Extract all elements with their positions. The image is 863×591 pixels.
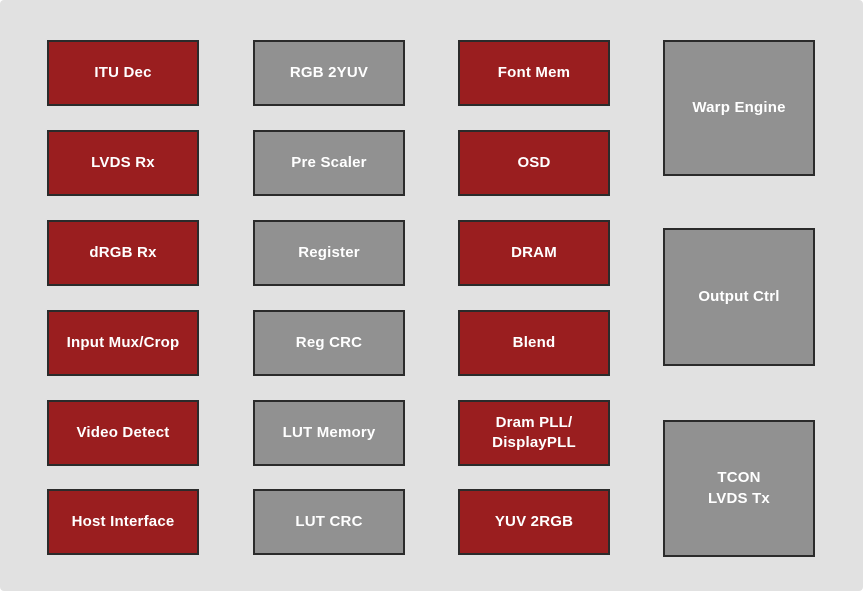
block-label-osd: OSD <box>517 153 551 171</box>
block-reg-crc: Reg CRC <box>253 310 405 376</box>
block-pre-scaler: Pre Scaler <box>253 130 405 196</box>
block-label-lut-crc: LUT CRC <box>295 512 363 530</box>
block-label-host-interface: Host Interface <box>71 512 175 530</box>
block-label-font-mem: Font Mem <box>497 63 571 81</box>
block-label-warp-engine: Warp Engine <box>692 98 786 116</box>
block-warp-engine: Warp Engine <box>663 40 815 176</box>
block-osd: OSD <box>458 130 610 196</box>
block-font-mem: Font Mem <box>458 40 610 106</box>
block-dram: DRAM <box>458 220 610 286</box>
block-lvds-rx: LVDS Rx <box>47 130 199 196</box>
block-video-detect: Video Detect <box>47 400 199 466</box>
block-host-interface: Host Interface <box>47 489 199 555</box>
block-label-itu-dec: ITU Dec <box>94 63 152 81</box>
block-label-yuv-2rgb: YUV 2RGB <box>494 512 574 530</box>
block-label-tcon-lvds-tx: TCON LVDS Tx <box>708 469 770 507</box>
block-tcon-lvds-tx: TCON LVDS Tx <box>663 420 815 557</box>
block-label-reg-crc: Reg CRC <box>295 333 363 351</box>
block-label-lvds-rx: LVDS Rx <box>91 153 155 171</box>
block-blend: Blend <box>458 310 610 376</box>
block-label-dram: DRAM <box>511 243 557 261</box>
block-output-ctrl: Output Ctrl <box>663 228 815 366</box>
block-label-input-mux-crop: Input Mux/Crop <box>66 333 180 351</box>
block-itu-dec: ITU Dec <box>47 40 199 106</box>
block-rgb-2yuv: RGB 2YUV <box>253 40 405 106</box>
block-yuv-2rgb: YUV 2RGB <box>458 489 610 555</box>
block-label-blend: Blend <box>512 333 556 351</box>
block-lut-crc: LUT CRC <box>253 489 405 555</box>
block-label-pre-scaler: Pre Scaler <box>291 153 367 171</box>
block-label-drgb-rx: dRGB Rx <box>89 243 157 261</box>
block-label-rgb-2yuv: RGB 2YUV <box>289 63 369 81</box>
block-label-output-ctrl: Output Ctrl <box>698 287 780 305</box>
block-input-mux-crop: Input Mux/Crop <box>47 310 199 376</box>
block-label-dram-pll-display-pll: Dram PLL/ DisplayPLL <box>492 413 576 451</box>
block-register: Register <box>253 220 405 286</box>
block-label-lut-memory: LUT Memory <box>282 423 376 441</box>
block-label-video-detect: Video Detect <box>76 423 170 441</box>
block-lut-memory: LUT Memory <box>253 400 405 466</box>
block-dram-pll-display-pll: Dram PLL/ DisplayPLL <box>458 400 610 466</box>
block-drgb-rx: dRGB Rx <box>47 220 199 286</box>
block-label-register: Register <box>298 243 360 261</box>
